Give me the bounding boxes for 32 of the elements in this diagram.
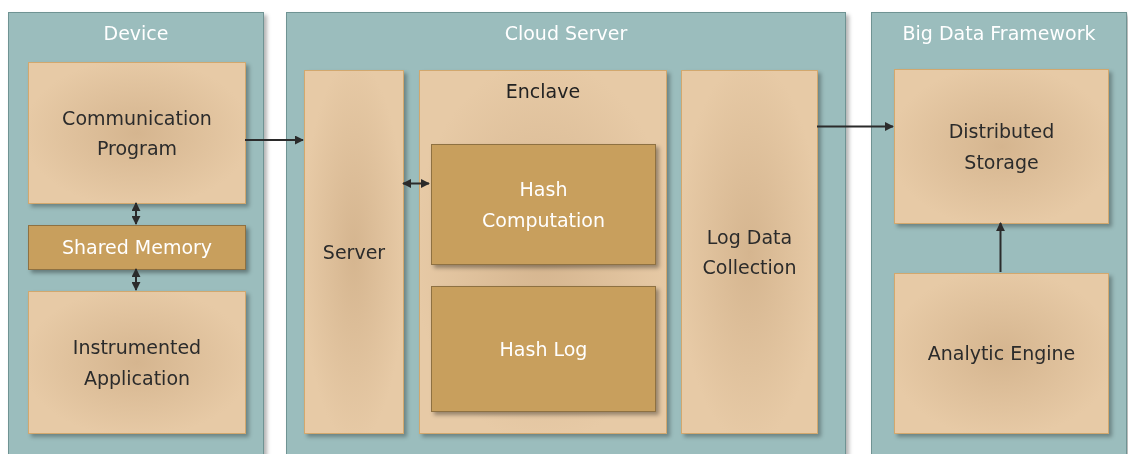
process-box xyxy=(431,144,656,265)
process-box xyxy=(28,291,246,434)
panel-title: Enclave xyxy=(504,79,582,104)
box-label: Shared Memory xyxy=(60,235,214,261)
box-label: Instrumented Application xyxy=(71,335,203,391)
container-box xyxy=(419,70,667,434)
arrow xyxy=(996,222,1005,273)
arrow xyxy=(131,268,141,291)
panel xyxy=(8,12,264,454)
box-label: Hash Log xyxy=(498,336,589,362)
box-label: Distributed Storage xyxy=(947,119,1056,175)
panel xyxy=(871,12,1127,454)
process-box xyxy=(431,286,656,412)
process-box xyxy=(894,273,1109,434)
arrow xyxy=(816,122,894,131)
box-label: Log Data Collection xyxy=(701,224,798,280)
arrow xyxy=(244,135,304,145)
box-label: Analytic Engine xyxy=(926,341,1077,367)
box-label: Communication Program xyxy=(61,105,213,161)
panel-title: Cloud Server xyxy=(503,21,629,46)
process-box xyxy=(894,69,1109,224)
process-box xyxy=(681,70,818,434)
process-box xyxy=(304,70,404,434)
panel-title: Device xyxy=(102,21,170,46)
arrow xyxy=(131,202,141,225)
panel xyxy=(286,12,846,454)
box-label: Server xyxy=(321,239,387,265)
process-box xyxy=(28,225,246,270)
process-box xyxy=(28,62,246,204)
box-label: Hash Computation xyxy=(481,177,606,233)
panel-title: Big Data Framework xyxy=(901,21,1097,46)
arrow xyxy=(402,179,430,188)
